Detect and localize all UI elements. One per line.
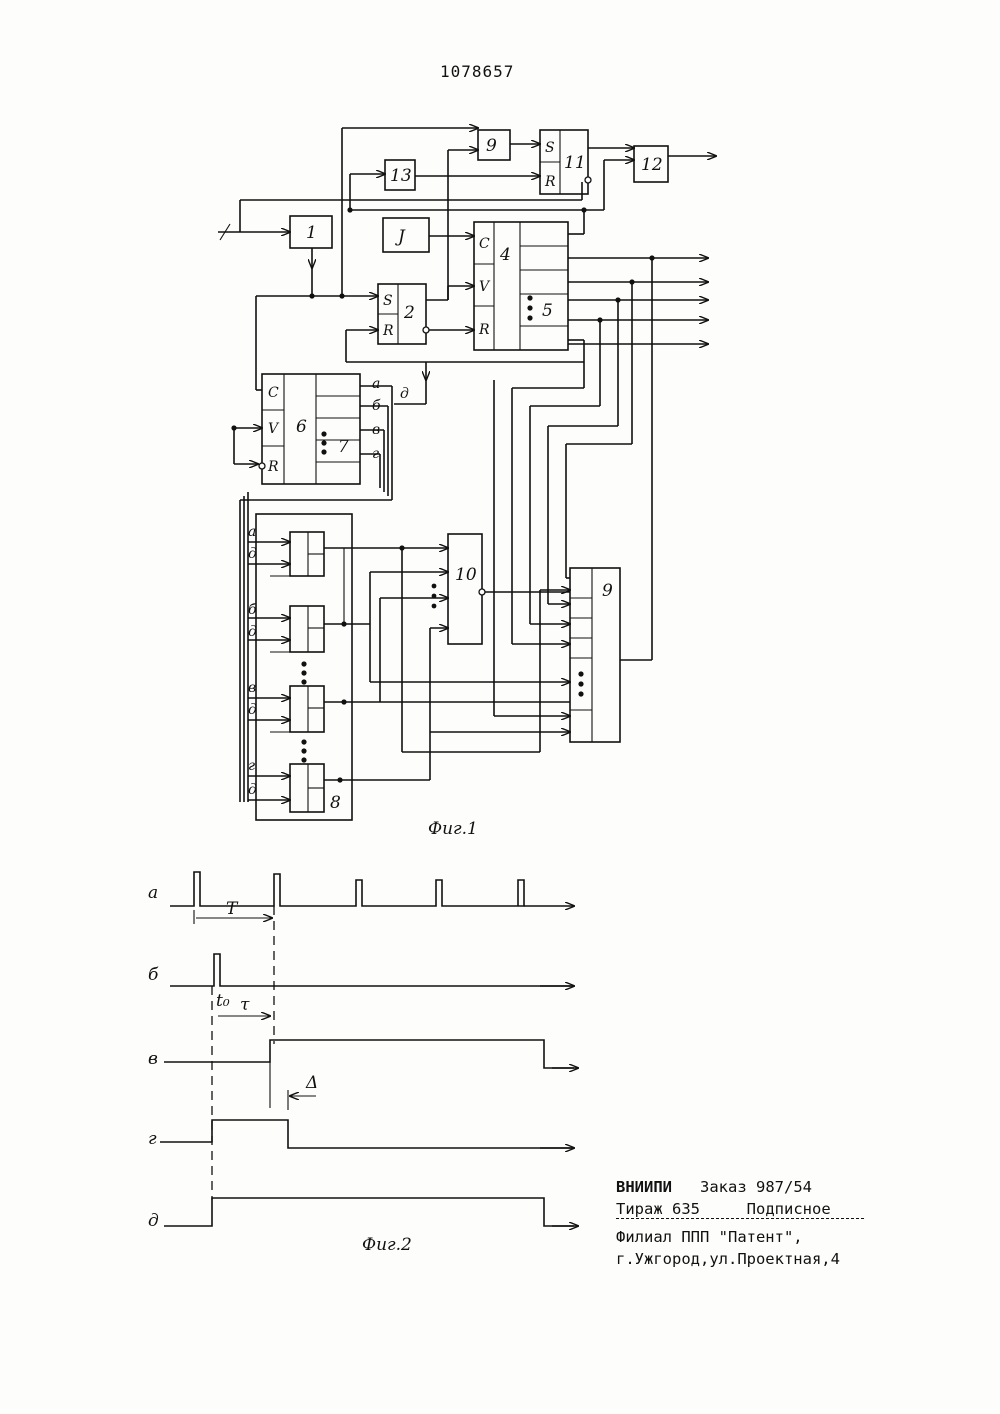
- block-4-c-pin: C: [479, 236, 490, 252]
- block-12-s-pin: S: [545, 140, 555, 156]
- block-8-group: [256, 514, 352, 820]
- imprint-org: ВНИИПИ: [616, 1178, 672, 1196]
- imprint-circulation: Тираж 635: [616, 1200, 700, 1218]
- signal-a-label: а: [148, 883, 158, 903]
- block-6-c-pin: C: [268, 385, 279, 401]
- period-T-label: T: [226, 899, 239, 919]
- block-7-label: 7: [338, 437, 349, 457]
- block-2-s-pin: S: [383, 293, 393, 309]
- block-13-label: 12: [641, 155, 663, 175]
- block-14-label: 13: [390, 166, 412, 186]
- signal-d-label: д: [400, 386, 409, 402]
- imprint-subscription: Подписное: [747, 1200, 831, 1218]
- imprint-address: г.Ужгород,ул.Проектная,4: [616, 1250, 840, 1268]
- block-11-label: 9: [486, 136, 497, 156]
- signal-d2-label: д: [148, 1211, 159, 1231]
- block-4-r-pin: R: [478, 322, 490, 338]
- figure-2-caption: Фиг.2: [362, 1235, 412, 1255]
- imprint-block: ВНИИПИ Заказ 987/54 Тираж 635 Подписное …: [616, 1176, 840, 1270]
- block-8-in-a: а: [248, 524, 256, 540]
- block-8-in-d1: д: [248, 546, 257, 562]
- block-6-v-pin: V: [268, 421, 280, 437]
- block-8-in-d3: д: [248, 702, 257, 718]
- block-3: [383, 218, 429, 252]
- block-10-label: 10: [455, 565, 477, 585]
- t0-label: t₀: [216, 991, 230, 1011]
- block-12-label: 11: [564, 153, 586, 173]
- block-8-in-b: б: [248, 602, 257, 618]
- imprint-separator: [616, 1218, 864, 1219]
- block-12-r-pin: R: [544, 174, 556, 190]
- block-2-r-pin: R: [382, 323, 394, 339]
- block-8-in-g: г: [248, 758, 255, 774]
- block-8-in-d4: д: [248, 782, 257, 798]
- block-9-label: 9: [602, 581, 613, 601]
- block-8-label: 8: [330, 793, 341, 813]
- block-6-out-a: а: [372, 376, 380, 392]
- block-5-label: 5: [542, 301, 553, 321]
- signal-v-label: в: [148, 1049, 158, 1069]
- signal-g-label: г: [148, 1129, 157, 1149]
- block-2-label: 2: [403, 303, 415, 323]
- imprint-branch: Филиал ППП "Патент",: [616, 1228, 803, 1246]
- block-1-label: 1: [306, 223, 317, 243]
- block-4-v-pin: V: [479, 279, 491, 295]
- block-10: [448, 534, 482, 644]
- block-8-in-v: в: [248, 680, 256, 696]
- block-3-label: J: [395, 227, 406, 247]
- signal-b-label: б: [148, 965, 159, 985]
- block-6-label: 6: [296, 417, 307, 437]
- figure-1-caption: Фиг.1: [428, 819, 478, 839]
- block-6-r-pin: R: [267, 459, 279, 475]
- figure-2-timing-diagram: а б в г д T t₀ τ Δ: [148, 872, 578, 1255]
- delta-label: Δ: [305, 1073, 318, 1093]
- block-4-label: 4: [499, 245, 511, 265]
- tau-label: τ: [240, 995, 250, 1015]
- block-8-in-d2: д: [248, 624, 257, 640]
- imprint-order: Заказ 987/54: [700, 1178, 812, 1196]
